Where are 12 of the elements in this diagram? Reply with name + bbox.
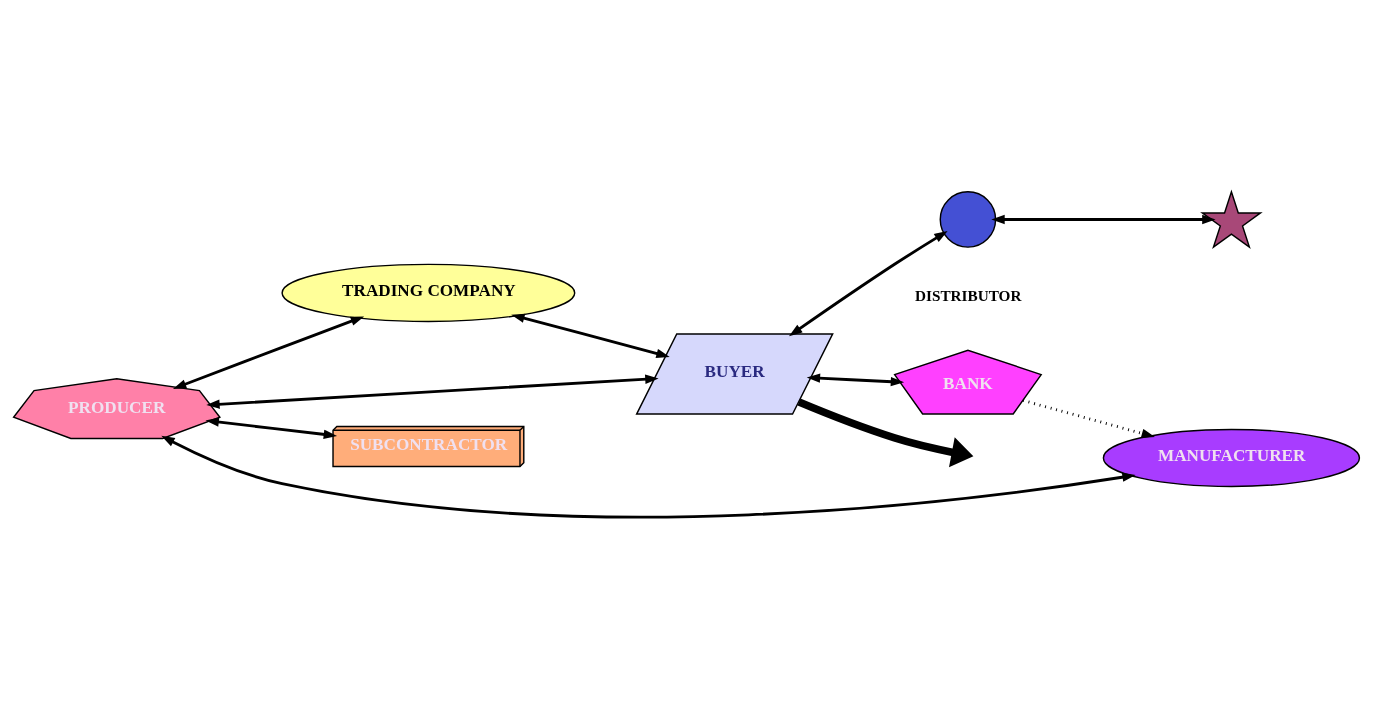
arrow [788, 230, 948, 336]
arrow [511, 313, 670, 358]
arrow [205, 416, 338, 439]
arrow [1022, 398, 1155, 438]
arrow [797, 398, 974, 467]
arrow [172, 315, 365, 389]
arrow [206, 374, 659, 409]
arrow [161, 435, 1136, 518]
node-circle [939, 190, 997, 248]
arrow [991, 214, 1216, 224]
node-label: DISTRIBUTOR [914, 286, 1022, 304]
arrow [806, 373, 905, 386]
